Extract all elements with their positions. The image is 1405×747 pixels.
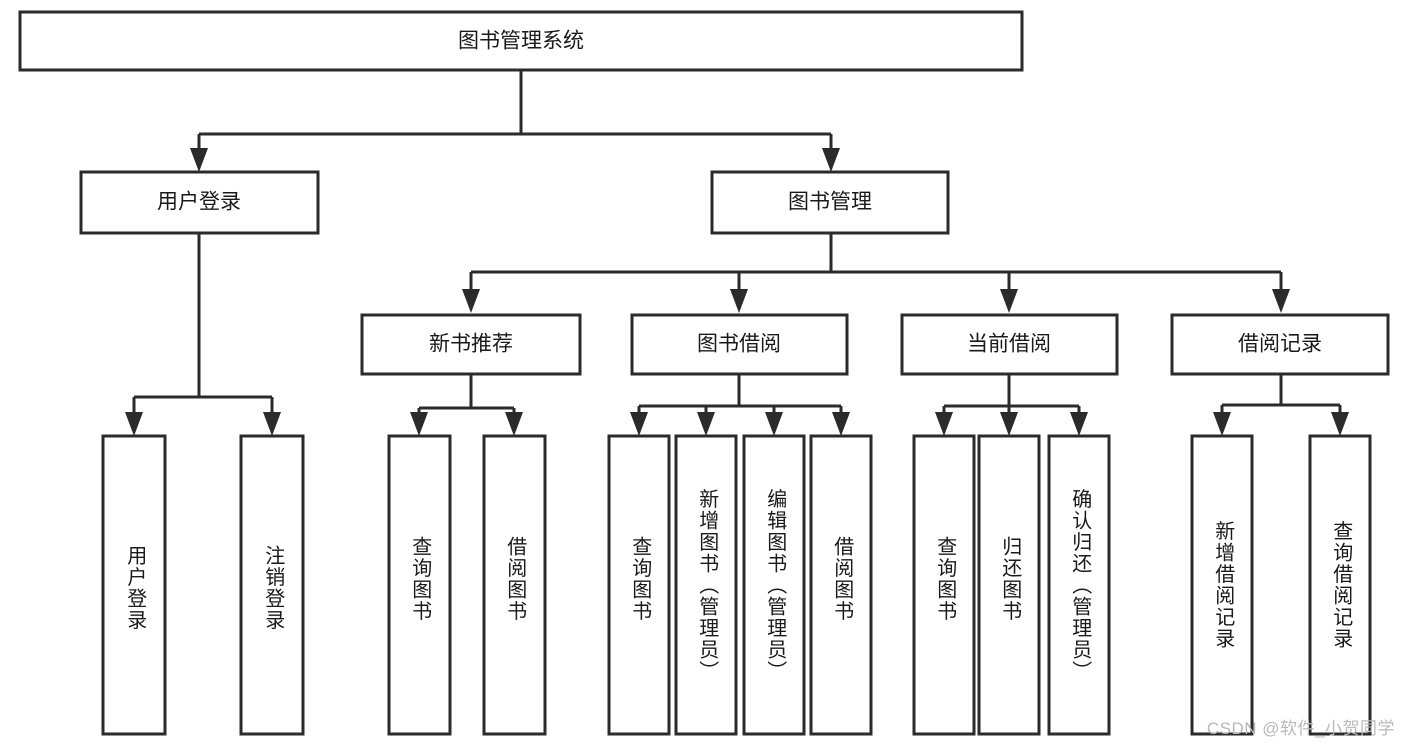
- arrow-to-leaf-query-book-2: [630, 412, 648, 436]
- node-root-label: 图书管理系统: [458, 30, 584, 53]
- edge-book-borrow-to-bus: [637, 375, 843, 420]
- arrow-to-leaf-query-record: [1331, 412, 1349, 436]
- node-leaf-return-book-label: 归还图书: [999, 536, 1022, 622]
- edge-user-login-to-bus: [132, 233, 274, 420]
- node-leaf-query-book-3-label: 查询图书: [934, 536, 957, 622]
- edge-book-manage-to-bus: [469, 233, 1283, 298]
- node-root-box[interactable]: [18, 10, 1024, 72]
- node-new-book-recommend-label: 新书推荐: [429, 333, 513, 356]
- node-leaf-add-record[interactable]: 新增借阅记录: [1190, 434, 1254, 736]
- node-leaf-borrow-book-2-box[interactable]: [809, 434, 873, 736]
- node-book-manage-box[interactable]: [710, 170, 950, 235]
- node-new-book-recommend-box[interactable]: [360, 313, 582, 376]
- node-leaf-borrow-book-1-label: 借阅图书: [504, 536, 527, 622]
- edges-layer: [125, 70, 1349, 436]
- node-current-borrow-label: 当前借阅: [967, 333, 1051, 356]
- node-leaf-edit-book-box[interactable]: [742, 434, 806, 736]
- arrow-to-book-borrow: [730, 289, 748, 313]
- node-leaf-return-book-box[interactable]: [977, 434, 1041, 736]
- node-leaf-logout-login-box[interactable]: [239, 434, 305, 736]
- node-borrow-record-label: 借阅记录: [1238, 333, 1322, 356]
- arrow-to-leaf-query-book-3: [935, 412, 953, 436]
- node-leaf-user-login[interactable]: 用户登录: [101, 434, 167, 736]
- arrow-to-leaf-add-record: [1213, 412, 1231, 436]
- arrow-to-leaf-borrow-book-2: [832, 412, 850, 436]
- node-leaf-confirm-return[interactable]: 确认归还（管理员）: [1047, 434, 1111, 736]
- edge-root-to-bus: [197, 70, 833, 158]
- node-leaf-borrow-book-2[interactable]: 借阅图书: [809, 434, 873, 736]
- arrow-to-new-book-recommend: [462, 289, 480, 313]
- node-user-login-label: 用户登录: [157, 191, 241, 214]
- node-leaf-query-book-2-label: 查询图书: [629, 536, 652, 622]
- arrow-to-leaf-edit-book: [765, 412, 783, 436]
- node-leaf-query-book-1-label: 查询图书: [409, 536, 432, 622]
- node-leaf-add-record-label: 新增借阅记录: [1212, 520, 1235, 649]
- node-user-login[interactable]: 用户登录: [79, 170, 320, 235]
- node-book-manage-label: 图书管理: [788, 191, 872, 214]
- arrow-to-leaf-add-book: [697, 412, 715, 436]
- node-book-manage[interactable]: 图书管理: [710, 170, 950, 235]
- node-current-borrow-box[interactable]: [900, 313, 1119, 376]
- node-leaf-borrow-book-1[interactable]: 借阅图书: [482, 434, 547, 736]
- arrow-to-book-manage: [822, 148, 840, 172]
- node-leaf-add-book-label: 新增图书（管理员）: [696, 488, 719, 682]
- node-new-book-recommend[interactable]: 新书推荐: [360, 313, 582, 376]
- node-root[interactable]: 图书管理系统: [18, 10, 1024, 72]
- node-leaf-query-book-3-box[interactable]: [912, 434, 976, 736]
- node-leaf-confirm-return-box[interactable]: [1047, 434, 1111, 736]
- node-leaf-add-record-box[interactable]: [1190, 434, 1254, 736]
- arrow-to-leaf-borrow-book-1: [505, 412, 523, 436]
- node-leaf-confirm-return-label: 确认归还（管理员）: [1069, 488, 1092, 682]
- node-leaf-query-book-2[interactable]: 查询图书: [607, 434, 671, 736]
- node-leaf-logout-login-label: 注销登录: [262, 545, 285, 631]
- node-leaf-borrow-book-2-label: 借阅图书: [831, 536, 854, 622]
- edge-borrow-record-to-bus: [1220, 375, 1342, 420]
- node-leaf-user-login-label: 用户登录: [124, 545, 147, 631]
- node-book-borrow-label: 图书借阅: [697, 333, 781, 356]
- node-leaf-query-book-3[interactable]: 查询图书: [912, 434, 976, 736]
- node-leaf-logout-login[interactable]: 注销登录: [239, 434, 305, 736]
- edge-new-book-recommend-to-bus: [417, 375, 516, 420]
- arrow-to-user-login: [190, 148, 208, 172]
- node-leaf-query-book-1-box[interactable]: [387, 434, 452, 736]
- arrow-to-leaf-logout-login: [263, 412, 281, 436]
- node-leaf-borrow-book-1-box[interactable]: [482, 434, 547, 736]
- node-current-borrow[interactable]: 当前借阅: [900, 313, 1119, 376]
- arrow-to-leaf-return-book: [1000, 412, 1018, 436]
- node-leaf-query-record-box[interactable]: [1308, 434, 1372, 736]
- arrow-to-current-borrow: [1000, 289, 1018, 313]
- arrow-to-leaf-query-book-1: [410, 412, 428, 436]
- arrow-to-leaf-user-login: [125, 412, 143, 436]
- node-borrow-record-box[interactable]: [1170, 313, 1390, 376]
- node-leaf-query-record-label: 查询借阅记录: [1330, 520, 1353, 649]
- node-leaf-query-book-2-box[interactable]: [607, 434, 671, 736]
- node-leaf-query-book-1[interactable]: 查询图书: [387, 434, 452, 736]
- node-leaf-add-book[interactable]: 新增图书（管理员）: [674, 434, 738, 736]
- node-leaf-edit-book[interactable]: 编辑图书（管理员）: [742, 434, 806, 736]
- node-leaf-add-book-box[interactable]: [674, 434, 738, 736]
- node-leaf-query-record[interactable]: 查询借阅记录: [1308, 434, 1372, 736]
- node-book-borrow[interactable]: 图书借阅: [630, 313, 849, 376]
- arrow-to-leaf-confirm-return: [1070, 412, 1088, 436]
- node-leaf-edit-book-label: 编辑图书（管理员）: [764, 488, 787, 682]
- node-leaf-user-login-box[interactable]: [101, 434, 167, 736]
- node-book-borrow-box[interactable]: [630, 313, 849, 376]
- node-borrow-record[interactable]: 借阅记录: [1170, 313, 1390, 376]
- node-leaf-return-book[interactable]: 归还图书: [977, 434, 1041, 736]
- node-user-login-box[interactable]: [79, 170, 320, 235]
- arrow-to-borrow-record: [1272, 289, 1290, 313]
